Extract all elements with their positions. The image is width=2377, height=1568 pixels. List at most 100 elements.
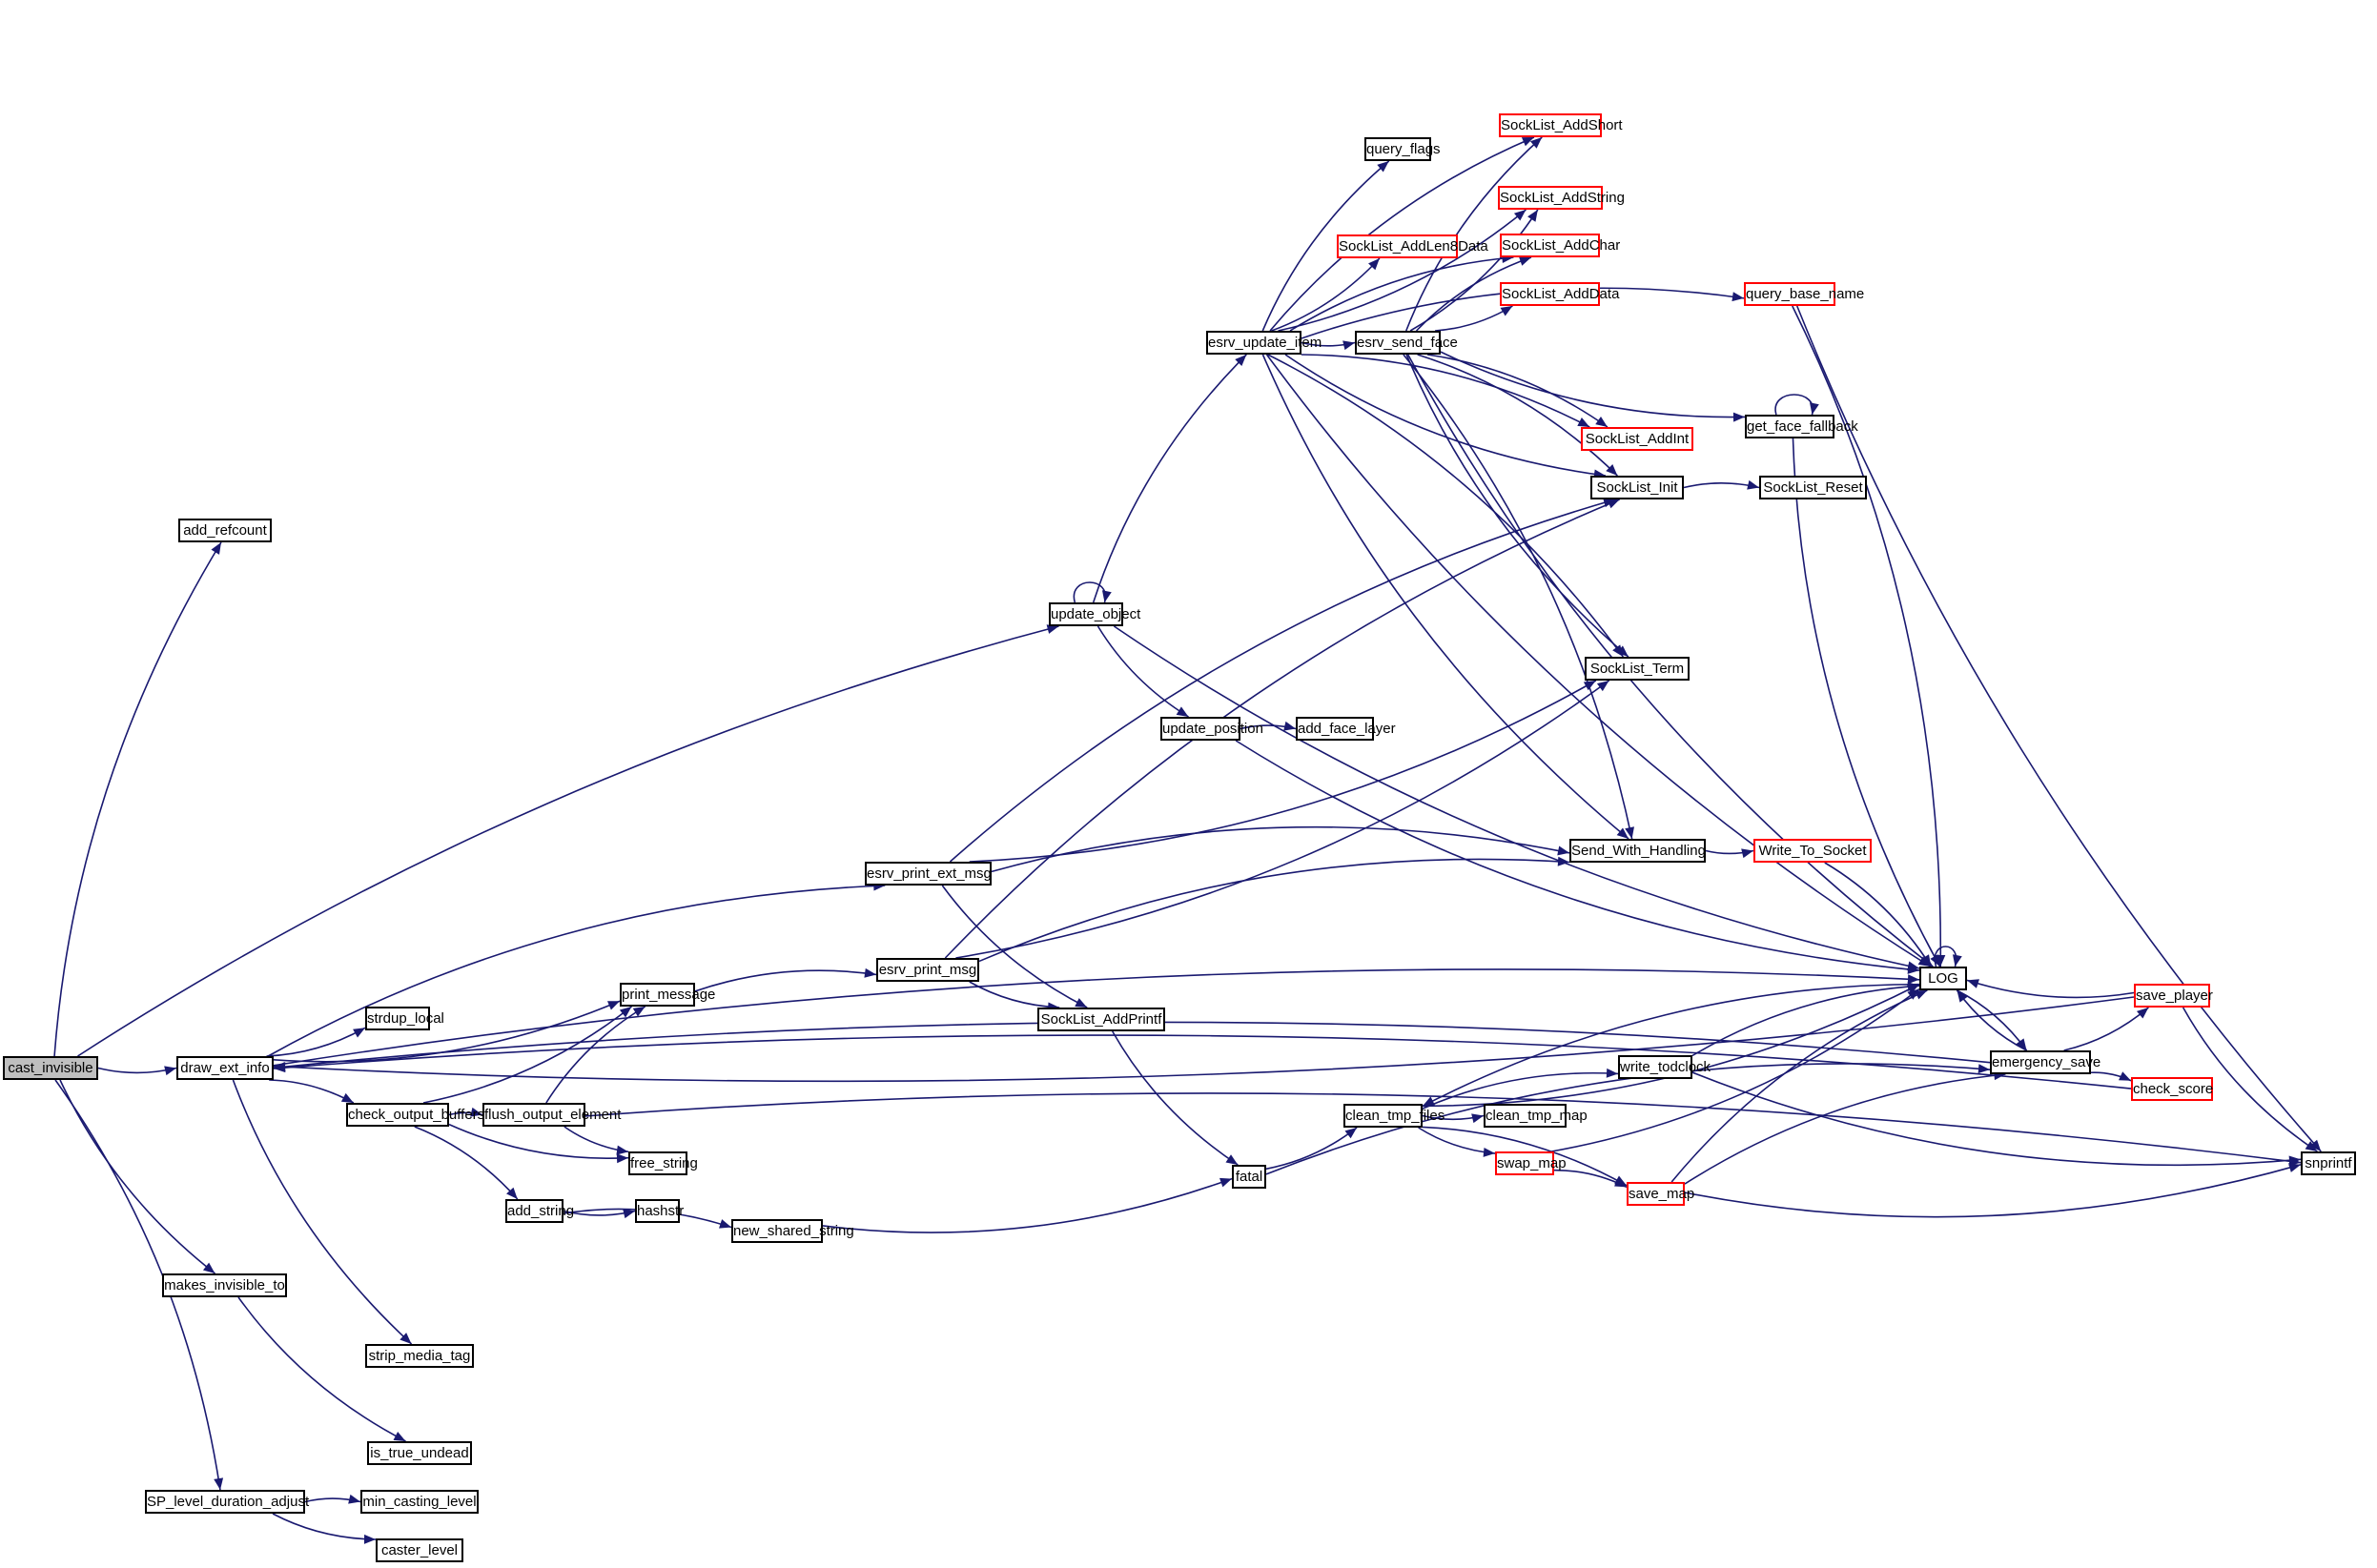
edge-save_player-to-LOG xyxy=(1966,979,2135,999)
edge-fatal-to-clean_tmp_files xyxy=(1265,1127,1358,1171)
node-socklist-addprintf[interactable]: SockList_AddPrintf xyxy=(1037,1008,1165,1031)
node-clean-tmp-files[interactable]: clean_tmp_files xyxy=(1343,1104,1445,1128)
node-free-string[interactable]: free_string xyxy=(628,1151,698,1175)
node-send-with-handling[interactable]: Send_With_Handling xyxy=(1569,839,1706,863)
node-write-todclock[interactable]: write_todclock xyxy=(1618,1055,1711,1079)
edge-esrv_update_item-to-SockList_AddLen8Data xyxy=(1271,257,1381,332)
node-query-flags[interactable]: query_flags xyxy=(1364,137,1441,161)
node-swap-map[interactable]: swap_map xyxy=(1495,1151,1567,1175)
node-update-object[interactable]: update_object xyxy=(1049,602,1140,626)
edge-flush_output_element-to-print_message xyxy=(545,1006,646,1104)
node-save-map[interactable]: save_map xyxy=(1627,1182,1694,1206)
edge-esrv_send_face-to-SockList_Init xyxy=(1417,354,1618,477)
node-caster-level[interactable]: caster_level xyxy=(376,1538,463,1562)
node-write-to-socket[interactable]: Write_To_Socket xyxy=(1753,839,1872,863)
edge-arrowhead xyxy=(1046,624,1059,634)
node-clean-tmp-map[interactable]: clean_tmp_map xyxy=(1484,1104,1588,1128)
edge-arrowhead xyxy=(1283,721,1296,731)
node-add-face-layer[interactable]: add_face_layer xyxy=(1296,717,1396,741)
node-flush-output-element[interactable]: flush_output_element xyxy=(482,1103,621,1127)
node-esrv-send-face[interactable]: esrv_send_face xyxy=(1355,331,1458,355)
edge-arrowhead xyxy=(214,1477,224,1490)
edge-esrv_send_face-to-SockList_AddInt xyxy=(1426,354,1609,428)
edge-esrv_update_item-to-SockList_Init xyxy=(1284,354,1607,477)
edge-write_todclock-to-snprintf xyxy=(1691,1071,2302,1167)
edge-arrowhead xyxy=(1557,856,1569,866)
node-fatal[interactable]: fatal xyxy=(1232,1165,1266,1189)
node-strdup-local[interactable]: strdup_local xyxy=(365,1007,444,1030)
edge-update_object-to-update_object xyxy=(1073,581,1107,603)
node-new-shared-string[interactable]: new_shared_string xyxy=(731,1219,854,1243)
node-min-casting-level[interactable]: min_casting_level xyxy=(360,1490,479,1514)
edge-esrv_update_item-to-Send_With_Handling xyxy=(1261,354,1629,840)
edge-draw_ext_info-to-check_output_buffers xyxy=(269,1079,355,1104)
edge-arrowhead xyxy=(1500,306,1513,316)
edge-arrowhead xyxy=(1521,137,1534,147)
edge-arrowhead xyxy=(506,1187,518,1199)
node-emergency-save[interactable]: emergency_save xyxy=(1990,1050,2100,1074)
node-sp-level-duration-adjust[interactable]: SP_level_duration_adjust xyxy=(145,1490,309,1514)
edge-arrowhead xyxy=(2309,1139,2322,1151)
edge-arrowhead xyxy=(864,967,876,978)
node-socklist-init[interactable]: SockList_Init xyxy=(1590,476,1684,499)
node-socklist-addshort[interactable]: SockList_AddShort xyxy=(1499,113,1623,137)
edge-arrowhead xyxy=(1616,827,1629,839)
edge-clean_tmp_files-to-write_todclock xyxy=(1422,1071,1619,1110)
edge-draw_ext_info-to-esrv_print_ext_msg xyxy=(267,885,886,1057)
node-print-message[interactable]: print_message xyxy=(620,983,715,1007)
node-socklist-term[interactable]: SockList_Term xyxy=(1585,657,1690,681)
edge-SockList_AddPrintf-to-fatal xyxy=(1112,1030,1239,1166)
edge-emergency_save-to-save_player xyxy=(2063,1007,2149,1051)
edge-fatal-to-emergency_save xyxy=(1265,1063,1991,1175)
node-log[interactable]: LOG xyxy=(1919,967,1967,990)
edge-esrv_print_ext_msg-to-Send_With_Handling xyxy=(991,825,1570,873)
edge-arrowhead xyxy=(1603,498,1616,508)
edge-arrowhead xyxy=(632,1007,645,1017)
edge-arrowhead xyxy=(1368,258,1380,271)
node-esrv-print-msg[interactable]: esrv_print_msg xyxy=(876,958,979,982)
node-socklist-adddata[interactable]: SockList_AddData xyxy=(1500,282,1619,306)
edge-arrowhead xyxy=(348,1494,360,1504)
edge-clean_tmp_files-to-swap_map xyxy=(1418,1127,1496,1154)
node-is-true-undead[interactable]: is_true_undead xyxy=(367,1441,472,1465)
node-socklist-addlen8data[interactable]: SockList_AddLen8Data xyxy=(1337,234,1488,258)
node-socklist-addint[interactable]: SockList_AddInt xyxy=(1581,427,1693,451)
edge-arrowhead xyxy=(1471,1113,1484,1124)
edge-arrowhead xyxy=(1957,990,1968,1003)
node-update-position[interactable]: update_position xyxy=(1160,717,1263,741)
edge-arrowhead xyxy=(164,1066,176,1076)
edge-query_base_name-to-snprintf xyxy=(1795,305,2322,1152)
node-check-score[interactable]: check_score xyxy=(2131,1077,2213,1101)
node-query-base-name[interactable]: query_base_name xyxy=(1744,282,1864,306)
node-makes-invisible-to[interactable]: makes_invisible_to xyxy=(162,1273,287,1297)
edge-arrowhead xyxy=(1176,706,1189,717)
node-save-player[interactable]: save_player xyxy=(2134,984,2213,1008)
node-esrv-update-item[interactable]: esrv_update_item xyxy=(1206,331,1322,355)
node-strip-media-tag[interactable]: strip_media_tag xyxy=(365,1344,474,1368)
node-get-face-fallback[interactable]: get_face_fallback xyxy=(1745,415,1858,438)
edge-makes_invisible_to-to-is_true_undead xyxy=(237,1296,406,1442)
edge-save_map-to-emergency_save xyxy=(1684,1073,2006,1185)
edge-arrowhead xyxy=(1513,210,1527,221)
edge-esrv_send_face-to-LOG xyxy=(1407,354,1934,967)
node-hashstr[interactable]: hashstr xyxy=(635,1199,684,1223)
node-add-refcount[interactable]: add_refcount xyxy=(178,519,272,542)
node-draw-ext-info[interactable]: draw_ext_info xyxy=(176,1056,274,1080)
node-check-output-buffers[interactable]: check_output_buffers xyxy=(346,1103,484,1127)
edge-emergency_save-to-LOG xyxy=(1956,989,2027,1051)
node-socklist-reset[interactable]: SockList_Reset xyxy=(1759,476,1867,499)
edge-esrv_update_item-to-query_flags xyxy=(1261,160,1390,332)
edge-print_message-to-esrv_print_msg xyxy=(694,969,877,992)
edge-esrv_update_item-to-SockList_AddChar xyxy=(1289,256,1514,332)
edge-update_position-to-LOG xyxy=(1235,740,1920,971)
node-snprintf[interactable]: snprintf xyxy=(2301,1151,2356,1175)
edge-arrowhead xyxy=(1529,137,1543,149)
node-add-string[interactable]: add_string xyxy=(505,1199,574,1223)
edge-arrowhead xyxy=(1614,1177,1627,1188)
node-socklist-addchar[interactable]: SockList_AddChar xyxy=(1500,234,1620,257)
edge-arrowhead xyxy=(1936,954,1946,967)
node-esrv-print-ext-msg[interactable]: esrv_print_ext_msg xyxy=(865,862,992,886)
node-socklist-addstring[interactable]: SockList_AddString xyxy=(1498,186,1625,210)
edge-arrowhead xyxy=(1920,954,1932,967)
edge-esrv_update_item-to-SockList_AddInt xyxy=(1301,354,1590,428)
